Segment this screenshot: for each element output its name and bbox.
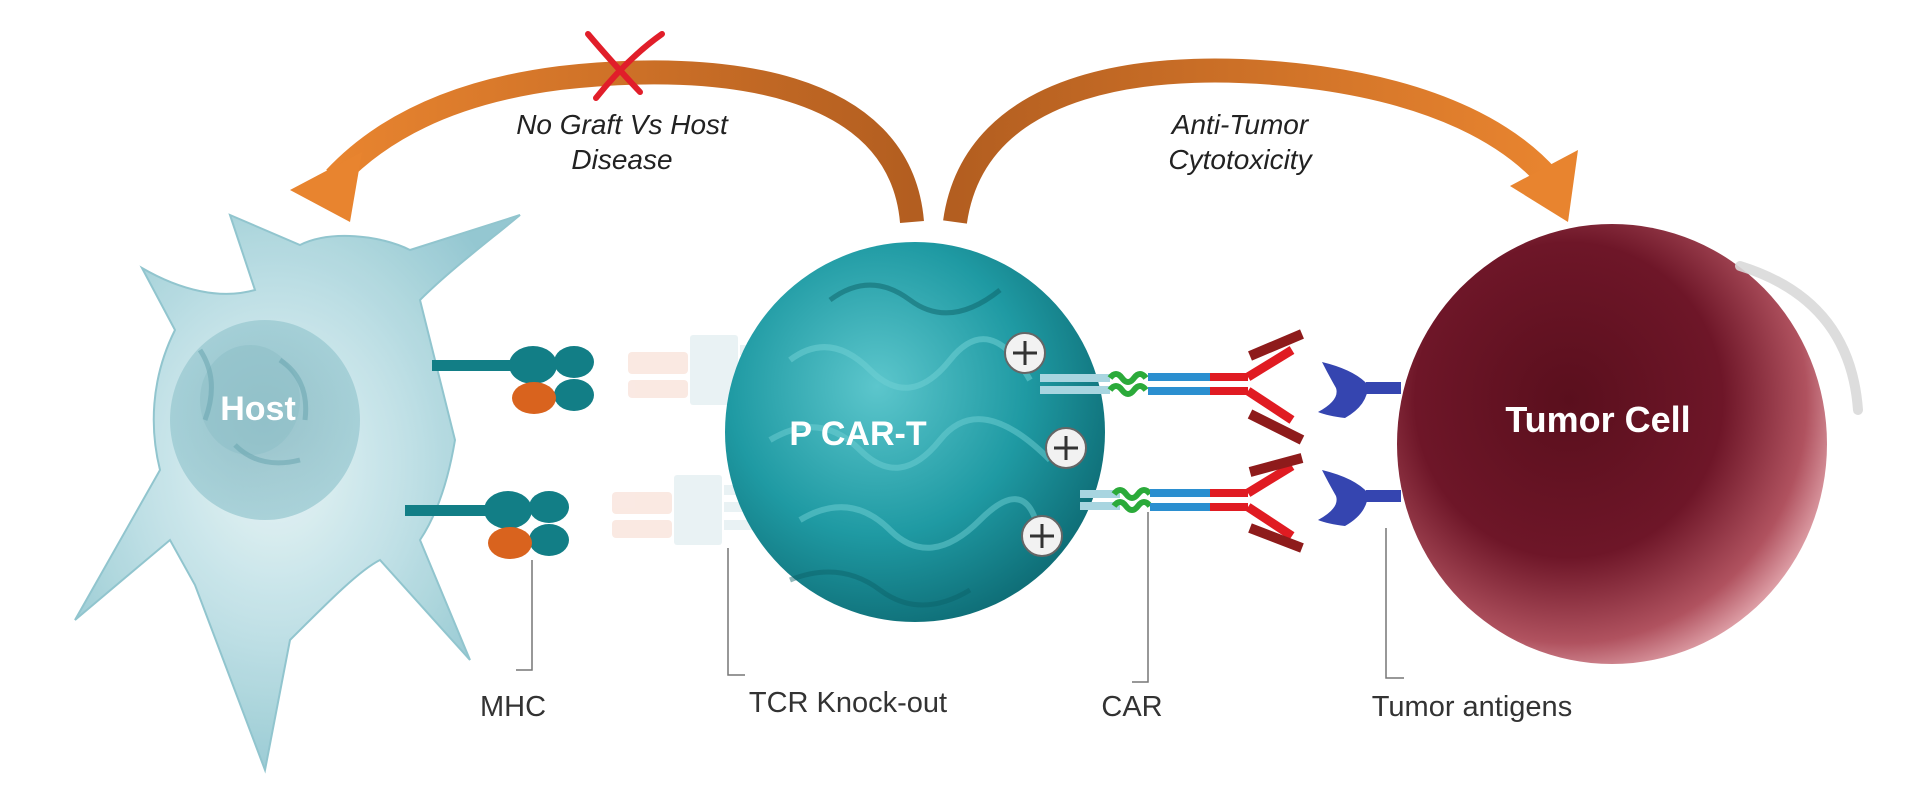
arrow-label-left-line1: No Graft Vs Host (516, 109, 729, 140)
callout-tcr-knockout: TCR Knock-out (749, 687, 947, 719)
host-cell-label: Host (220, 390, 296, 428)
mhc-molecule-bottom (405, 491, 569, 559)
plus-circle-icon (1004, 332, 1046, 374)
tumor-cell-label: Tumor Cell (1505, 399, 1690, 440)
car-receptor-top (1040, 329, 1305, 445)
tumor-cell (1397, 224, 1863, 664)
callout-tumor-antigens: Tumor antigens (1372, 691, 1572, 723)
callout-car: CAR (1101, 691, 1162, 723)
arrow-left-gvhd (290, 60, 924, 224)
tumor-antigen-bottom (1318, 470, 1401, 526)
arrow-label-right-line1: Anti-Tumor (1170, 109, 1310, 140)
plus-circle-icon (1045, 427, 1087, 469)
tumor-antigen-top (1318, 362, 1401, 418)
arrow-right-cytotoxicity (943, 58, 1578, 224)
car-t-cell (725, 242, 1105, 622)
arrow-label-right-line2: Cytotoxicity (1168, 144, 1313, 175)
car-t-cell-label: P CAR-T (789, 415, 926, 453)
callout-leader-lines (516, 512, 1404, 683)
callout-mhc: MHC (480, 691, 546, 723)
host-cell (74, 213, 521, 774)
car-receptor-bottom (1080, 453, 1304, 553)
x-mark-icon (585, 31, 665, 101)
mhc-molecule-top (432, 346, 594, 414)
arrow-label-left-line2: Disease (571, 144, 672, 175)
plus-circle-icon (1021, 515, 1063, 557)
